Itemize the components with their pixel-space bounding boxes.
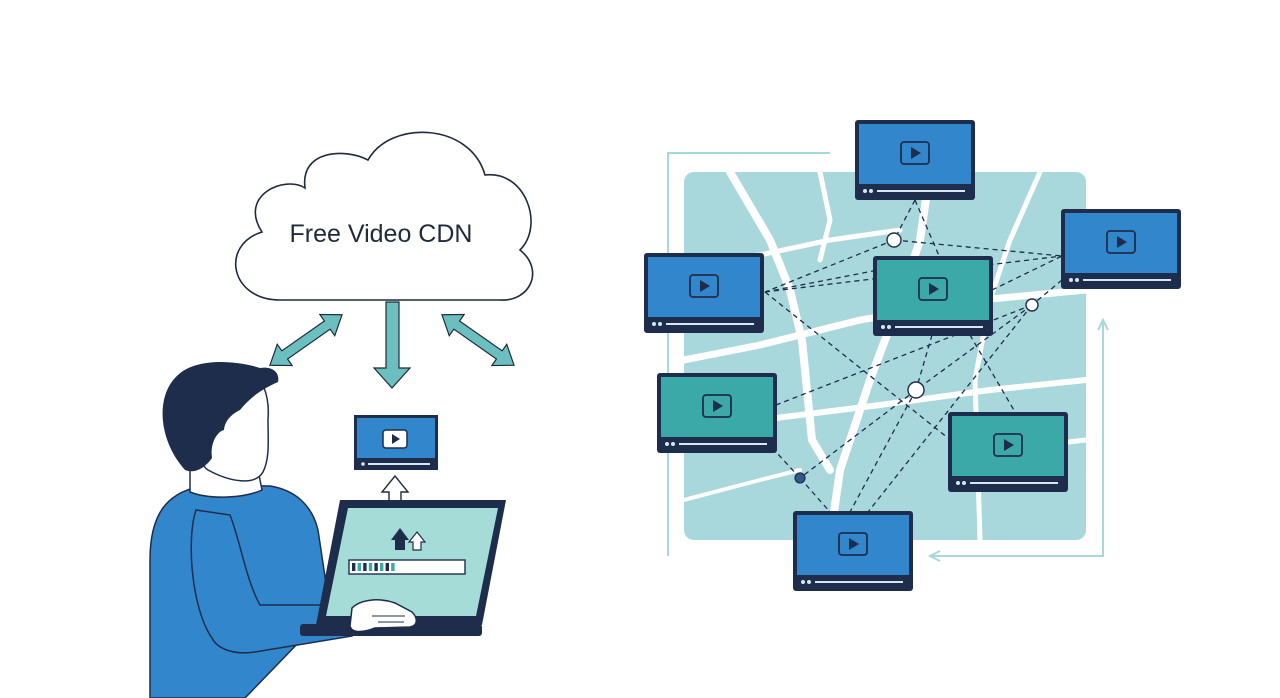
laptop [300,500,506,636]
video-tile-midleft [657,373,777,453]
video-tile-top [854,119,976,201]
play-icon [1004,439,1014,451]
double-arrow-icon [269,313,343,367]
video-tile-center [873,256,993,336]
network-map [643,119,1182,592]
video-tile-left [643,252,765,334]
progress-segment [352,563,356,571]
network-node [886,232,902,248]
progress-segment [380,563,384,571]
upload-arrow-icon [391,528,427,551]
network-node [794,472,806,484]
network-node [907,381,925,399]
network-node [1025,298,1039,312]
person [149,362,353,698]
cloud: Free Video CDN [235,131,534,301]
down-arrow-icon [372,301,412,389]
cloud-label: Free Video CDN [290,220,473,248]
uploaded-video-tile [354,415,438,470]
hand [349,599,417,633]
progress-segment [368,563,373,571]
progress-segment [363,563,367,571]
play-icon [929,283,939,295]
progress-segment [357,563,361,571]
progress-segment [385,563,389,571]
progress-segment [374,563,378,571]
play-icon [713,400,723,412]
video-tile-midright [948,412,1068,492]
upload-progress-bar [348,559,466,575]
double-arrow-icon [441,313,515,367]
play-icon [392,434,400,444]
video-tile-right [1060,208,1182,290]
video-tile-bottom [792,510,914,592]
progress-segment [391,563,395,571]
